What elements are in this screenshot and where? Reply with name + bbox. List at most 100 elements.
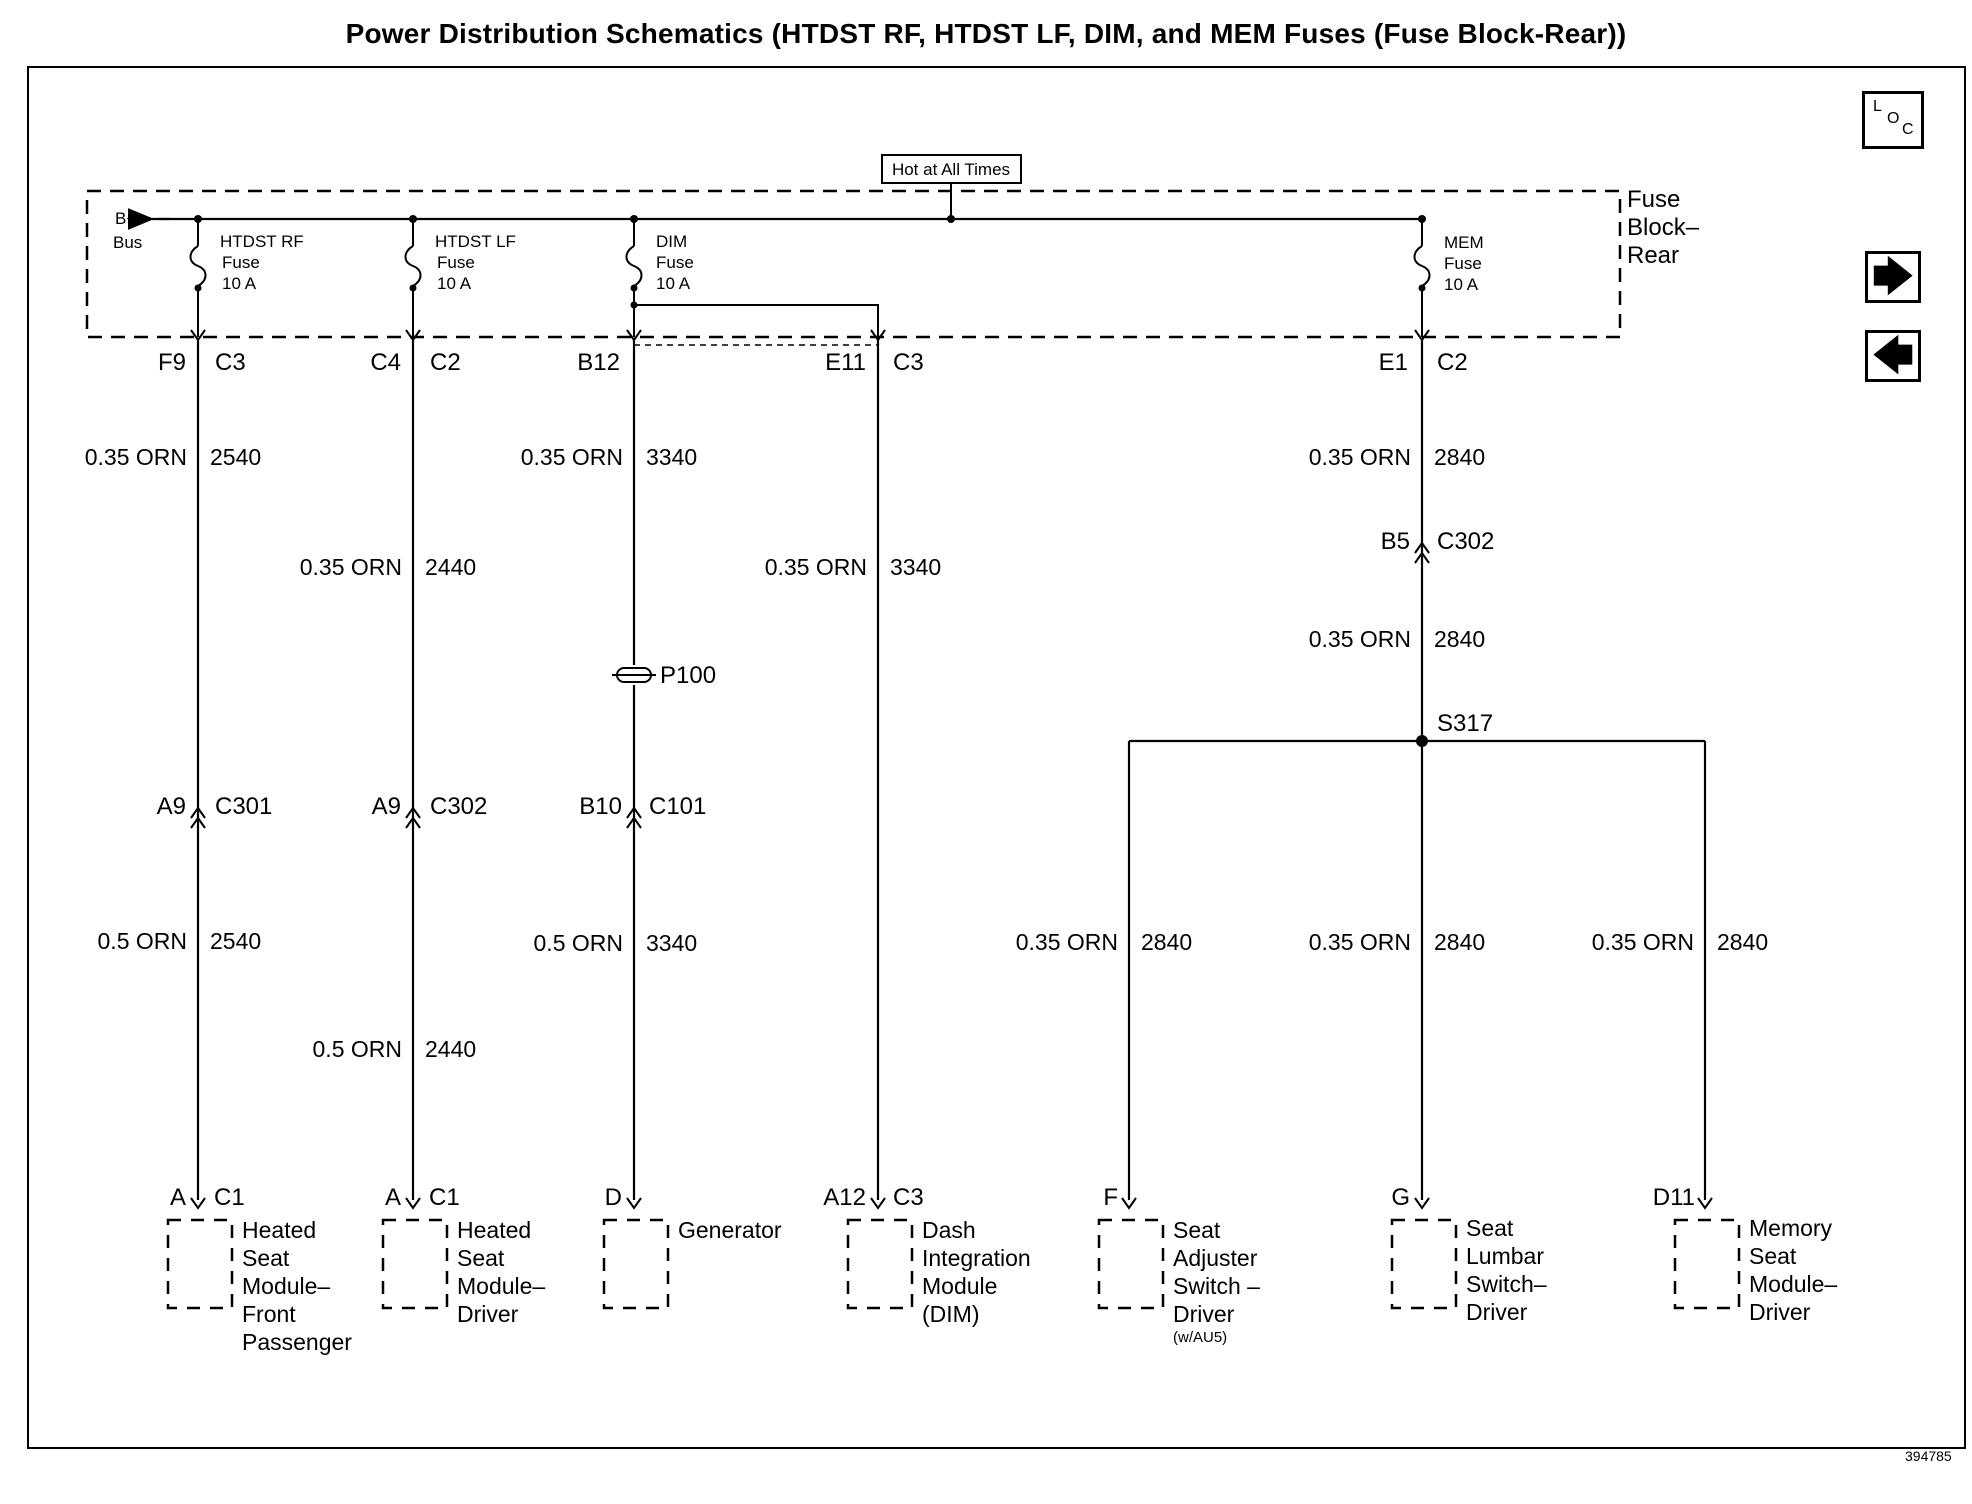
wire-size-3340-a: 0.35 ORN: [521, 444, 623, 470]
conn-b10: B10: [579, 793, 622, 820]
inline-connectors: [190, 541, 1430, 829]
figure-number: 394785: [1905, 1448, 1952, 1464]
wire-circuit-2840-a: 2840: [1434, 444, 1485, 470]
comp-hsm-drv-line3: Module–: [457, 1273, 545, 1299]
wire-circuit-2840-b: 2840: [1434, 626, 1485, 652]
comp-memory-line2: Seat: [1749, 1243, 1797, 1269]
comp-dim-line3: Module: [922, 1273, 997, 1299]
conn-c3-c: C3: [893, 1184, 924, 1211]
wire-size-2440-b: 0.5 ORN: [313, 1036, 402, 1062]
fuse-htdst-lf-line1: HTDST LF: [435, 232, 516, 251]
comp-dim-line4: (DIM): [922, 1301, 979, 1327]
fuse-mem-line1: MEM: [1444, 233, 1484, 252]
comp-seat-adj-note: (w/AU5): [1173, 1329, 1227, 1346]
wire-circuit-3340-c: 3340: [890, 554, 941, 580]
vertical-wires: [196, 340, 1707, 1200]
wire-size-2840-d: 0.35 ORN: [1309, 929, 1411, 955]
conn-c2-a: C2: [430, 349, 461, 376]
comp-dim-line2: Integration: [922, 1245, 1031, 1271]
comp-memory-line4: Driver: [1749, 1299, 1811, 1325]
comp-generator-line1: Generator: [678, 1217, 782, 1243]
conn-a-1: A: [170, 1184, 186, 1211]
conn-c3-b: C3: [893, 349, 924, 376]
comp-memory-line1: Memory: [1749, 1215, 1833, 1241]
pass-through-p100: [612, 667, 656, 683]
wire-size-3340-c: 0.35 ORN: [765, 554, 867, 580]
fuse-dim-line2: Fuse: [656, 253, 694, 272]
pass-through-p100-label: P100: [660, 662, 716, 689]
comp-seat-adj-line4: Driver: [1173, 1301, 1235, 1327]
conn-c1-b: C1: [429, 1184, 460, 1211]
wire-circuit-3340-a: 3340: [646, 444, 697, 470]
conn-c3-a: C3: [215, 349, 246, 376]
wire-size-2840-b: 0.35 ORN: [1309, 626, 1411, 652]
wire-size-2840-a: 0.35 ORN: [1309, 444, 1411, 470]
wire-circuit-2540-a: 2540: [210, 444, 261, 470]
conn-a-2: A: [385, 1184, 401, 1211]
wire-size-2440-a: 0.35 ORN: [300, 554, 402, 580]
conn-c301: C301: [215, 793, 272, 820]
comp-hsm-fp-line1: Heated: [242, 1217, 316, 1243]
hot-at-all-times-label: Hot at All Times: [892, 160, 1010, 179]
fuse-block-label-line2: Block–: [1627, 214, 1700, 241]
previous-page-button[interactable]: 🡄: [1865, 330, 1921, 382]
conn-c101: C101: [649, 793, 706, 820]
wire-circuit-2840-d: 2840: [1434, 929, 1485, 955]
fuse-htdst-lf-line3: 10 A: [437, 274, 472, 293]
comp-hsm-drv-line4: Driver: [457, 1301, 519, 1327]
conn-c2-b: C2: [1437, 349, 1468, 376]
wire-circuit-2440-b: 2440: [425, 1036, 476, 1062]
conn-a9-a: A9: [157, 793, 186, 820]
loc-letter-c: C: [1902, 121, 1914, 138]
conn-c4: C4: [370, 349, 401, 376]
loc-letter-l: L: [1873, 98, 1882, 115]
conn-e1: E1: [1379, 349, 1408, 376]
comp-hsm-fp-line2: Seat: [242, 1245, 290, 1271]
fuse-block-label-line3: Rear: [1627, 242, 1679, 269]
component-labels: Heated Seat Module– Front Passenger Heat…: [242, 1215, 1837, 1355]
comp-seat-adj-line1: Seat: [1173, 1217, 1221, 1243]
comp-lumbar-line3: Switch–: [1466, 1271, 1547, 1297]
comp-seat-adj-line2: Adjuster: [1173, 1245, 1258, 1271]
wire-size-2840-e: 0.35 ORN: [1592, 929, 1694, 955]
conn-f: F: [1103, 1184, 1118, 1211]
bus-label-line2: Bus: [113, 233, 142, 252]
conn-b5: B5: [1381, 528, 1410, 555]
wire-circuit-2540-b: 2540: [210, 928, 261, 954]
fuse-dim-line3: 10 A: [656, 274, 691, 293]
next-page-button[interactable]: 🡆: [1865, 251, 1921, 303]
page-title: Power Distribution Schematics (HTDST RF,…: [345, 18, 1627, 49]
comp-seat-adj-line3: Switch –: [1173, 1273, 1260, 1299]
fuse-block-outline: [85, 189, 1622, 339]
comp-lumbar-line4: Driver: [1466, 1299, 1528, 1325]
fuse-htdst-rf-line2: Fuse: [222, 253, 260, 272]
wire-size-2540-a: 0.35 ORN: [85, 444, 187, 470]
wire-circuit-2440-a: 2440: [425, 554, 476, 580]
conn-c302-a: C302: [1437, 528, 1494, 555]
fuse-htdst-lf: HTDST LF Fuse 10 A: [404, 215, 516, 337]
fuse-block-label-line1: Fuse: [1627, 186, 1680, 213]
arrow-right-icon: 🡆: [1872, 255, 1914, 299]
fuse-block-terminals: [190, 329, 1430, 342]
comp-hsm-drv-line2: Seat: [457, 1245, 505, 1271]
conn-a9-b: A9: [372, 793, 401, 820]
comp-hsm-fp-line4: Front: [242, 1301, 296, 1327]
loc-letter-o: O: [1887, 110, 1900, 127]
fuse-mem-line2: Fuse: [1444, 254, 1482, 273]
fuse-dim-line1: DIM: [656, 232, 687, 251]
comp-lumbar-line2: Lumbar: [1466, 1243, 1544, 1269]
conn-g: G: [1391, 1184, 1410, 1211]
conn-d: D: [605, 1184, 622, 1211]
comp-memory-line3: Module–: [1749, 1271, 1837, 1297]
conn-b12: B12: [577, 349, 620, 376]
hot-at-all-times-box: [881, 154, 1022, 184]
fuse-htdst-lf-line2: Fuse: [437, 253, 475, 272]
fuse-mem: MEM Fuse 10 A: [1413, 215, 1484, 337]
arrow-left-icon: 🡄: [1872, 334, 1914, 378]
location-button[interactable]: L O C: [1862, 91, 1924, 149]
conn-c302-b: C302: [430, 793, 487, 820]
bus-label-line1: B+: [115, 209, 136, 228]
fuse-htdst-rf-line3: 10 A: [222, 274, 257, 293]
component-terminals: [190, 1197, 1713, 1210]
